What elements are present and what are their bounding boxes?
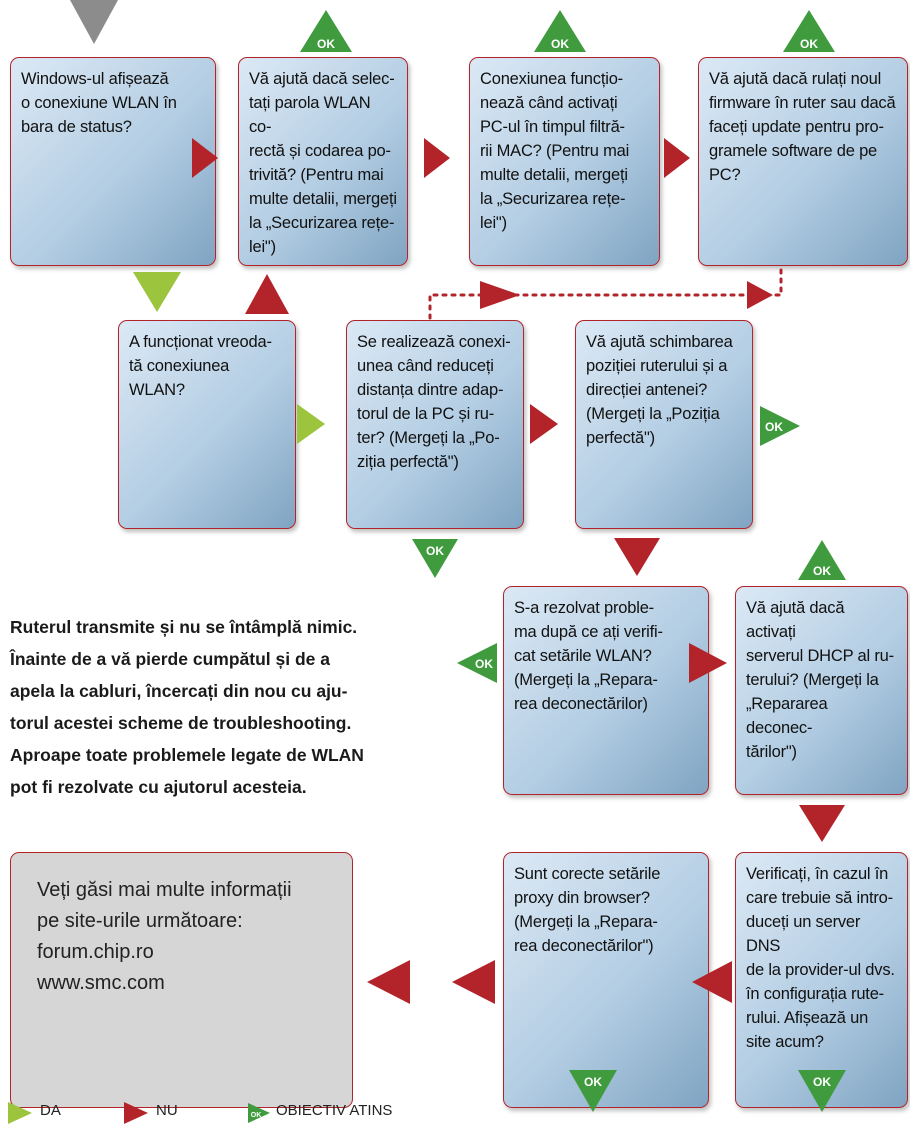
question-box-antenna: Vă ajută schimbarea poziției ruterului ș… [575, 320, 753, 529]
svg-text:OK: OK [813, 1075, 831, 1089]
info-link-forum[interactable]: forum.chip.ro [37, 941, 154, 963]
intro-line: pot fi rezolvate cu ajutorul acesteia. [10, 777, 307, 797]
question-box-distance: Se realizează conexi- unea când reduceți… [346, 320, 524, 529]
no-arrow-icon [192, 138, 218, 178]
info-link-smc[interactable]: www.smc.com [37, 972, 165, 994]
ok-down-icon: OK [569, 1070, 617, 1112]
info-line: Veți găsi mai multe informații [37, 879, 292, 901]
no-arrow-icon [614, 538, 660, 576]
yes-arrow-icon [133, 272, 181, 312]
question-box-dns: Verificați, în cazul în care trebuie să … [735, 852, 908, 1108]
svg-text:OK: OK [317, 37, 335, 51]
svg-text:OK: OK [765, 420, 783, 434]
legend-yes-icon [8, 1102, 32, 1124]
ok-up-icon: OK [534, 10, 586, 52]
no-arrow-icon [424, 138, 450, 178]
question-text: Sunt corecte setările proxy din browser?… [514, 865, 661, 955]
intro-line: Aproape toate problemele legate de WLAN [10, 745, 364, 765]
question-box-wlan-worked: A funcționat vreoda- tă conexiunea WLAN? [118, 320, 296, 529]
svg-text:OK: OK [584, 1075, 602, 1089]
no-arrow-icon [664, 138, 690, 178]
no-arrow-icon [480, 281, 520, 309]
intro-line: apela la cabluri, încercați din nou cu a… [10, 681, 348, 701]
yes-arrow-icon [297, 404, 325, 444]
no-arrow-icon [799, 805, 845, 842]
svg-text:OK: OK [251, 1112, 262, 1119]
question-text: Conexiunea funcțio- nează când activați … [480, 70, 630, 232]
question-text: Se realizează conexi- unea când reduceți… [357, 333, 511, 471]
svg-text:OK: OK [551, 37, 569, 51]
no-arrow-icon [747, 281, 773, 309]
intro-line: torul acestei scheme de troubleshooting. [10, 713, 352, 733]
question-box-mac-filter: Conexiunea funcțio- nează când activați … [469, 57, 660, 266]
question-text: Windows-ul afișează o conexiune WLAN în … [21, 70, 177, 136]
no-arrow-icon [692, 961, 732, 1003]
ok-right-icon: OK [760, 406, 800, 446]
no-arrow-icon [689, 643, 727, 683]
question-text: Vă ajută dacă rulați noul firmware în ru… [709, 70, 896, 184]
question-box-wlan-password: Vă ajută dacă selec- tați parola WLAN co… [238, 57, 408, 266]
svg-text:OK: OK [426, 544, 444, 558]
ok-up-icon: OK [798, 540, 846, 580]
question-text: Vă ajută dacă selec- tați parola WLAN co… [249, 70, 397, 256]
question-box-wlan-settings: S-a rezolvat proble- ma după ce ați veri… [503, 586, 709, 795]
ok-up-icon: OK [783, 10, 835, 52]
legend-goal-icon: OK [248, 1103, 270, 1123]
intro-text: Ruterul transmite și nu se întâmplă nimi… [10, 611, 460, 803]
ok-left-icon: OK [457, 643, 497, 683]
question-text: S-a rezolvat proble- ma după ce ați veri… [514, 599, 663, 713]
dotted-connector [428, 268, 783, 320]
no-arrow-icon [245, 274, 289, 314]
question-text: A funcționat vreoda- tă conexiunea WLAN? [129, 333, 272, 399]
info-line: pe site-urile următoare: [37, 910, 243, 932]
question-text: Verificați, în cazul în care trebuie să … [746, 865, 895, 1051]
no-arrow-icon [530, 404, 558, 444]
legend-no-label: NU [156, 1102, 178, 1119]
intro-line: Ruterul transmite și nu se întâmplă nimi… [10, 617, 358, 637]
ok-down-icon: OK [798, 1070, 846, 1112]
intro-line: Înainte de a vă pierde cumpătul și de a [10, 649, 330, 669]
svg-text:OK: OK [800, 37, 818, 51]
svg-text:OK: OK [813, 564, 831, 578]
question-box-firmware: Vă ajută dacă rulați noul firmware în ru… [698, 57, 908, 266]
question-box-wlan-status: Windows-ul afișează o conexiune WLAN în … [10, 57, 216, 266]
start-arrow-icon [70, 0, 118, 44]
legend-no-icon [124, 1102, 148, 1124]
ok-up-icon: OK [300, 10, 352, 52]
legend-yes-label: DA [40, 1102, 61, 1119]
question-text: Vă ajută dacă activați serverul DHCP al … [746, 599, 894, 761]
no-arrow-icon [452, 960, 495, 1004]
question-box-dhcp: Vă ajută dacă activați serverul DHCP al … [735, 586, 908, 795]
ok-down-icon: OK [412, 539, 458, 578]
no-arrow-icon [367, 960, 410, 1004]
svg-text:OK: OK [475, 657, 493, 671]
question-box-proxy: Sunt corecte setările proxy din browser?… [503, 852, 709, 1108]
question-text: Vă ajută schimbarea poziției ruterului ș… [586, 333, 733, 447]
legend-goal-label: OBIECTIV ATINS [276, 1102, 393, 1119]
info-box: Veți găsi mai multe informații pe site-u… [10, 852, 353, 1108]
